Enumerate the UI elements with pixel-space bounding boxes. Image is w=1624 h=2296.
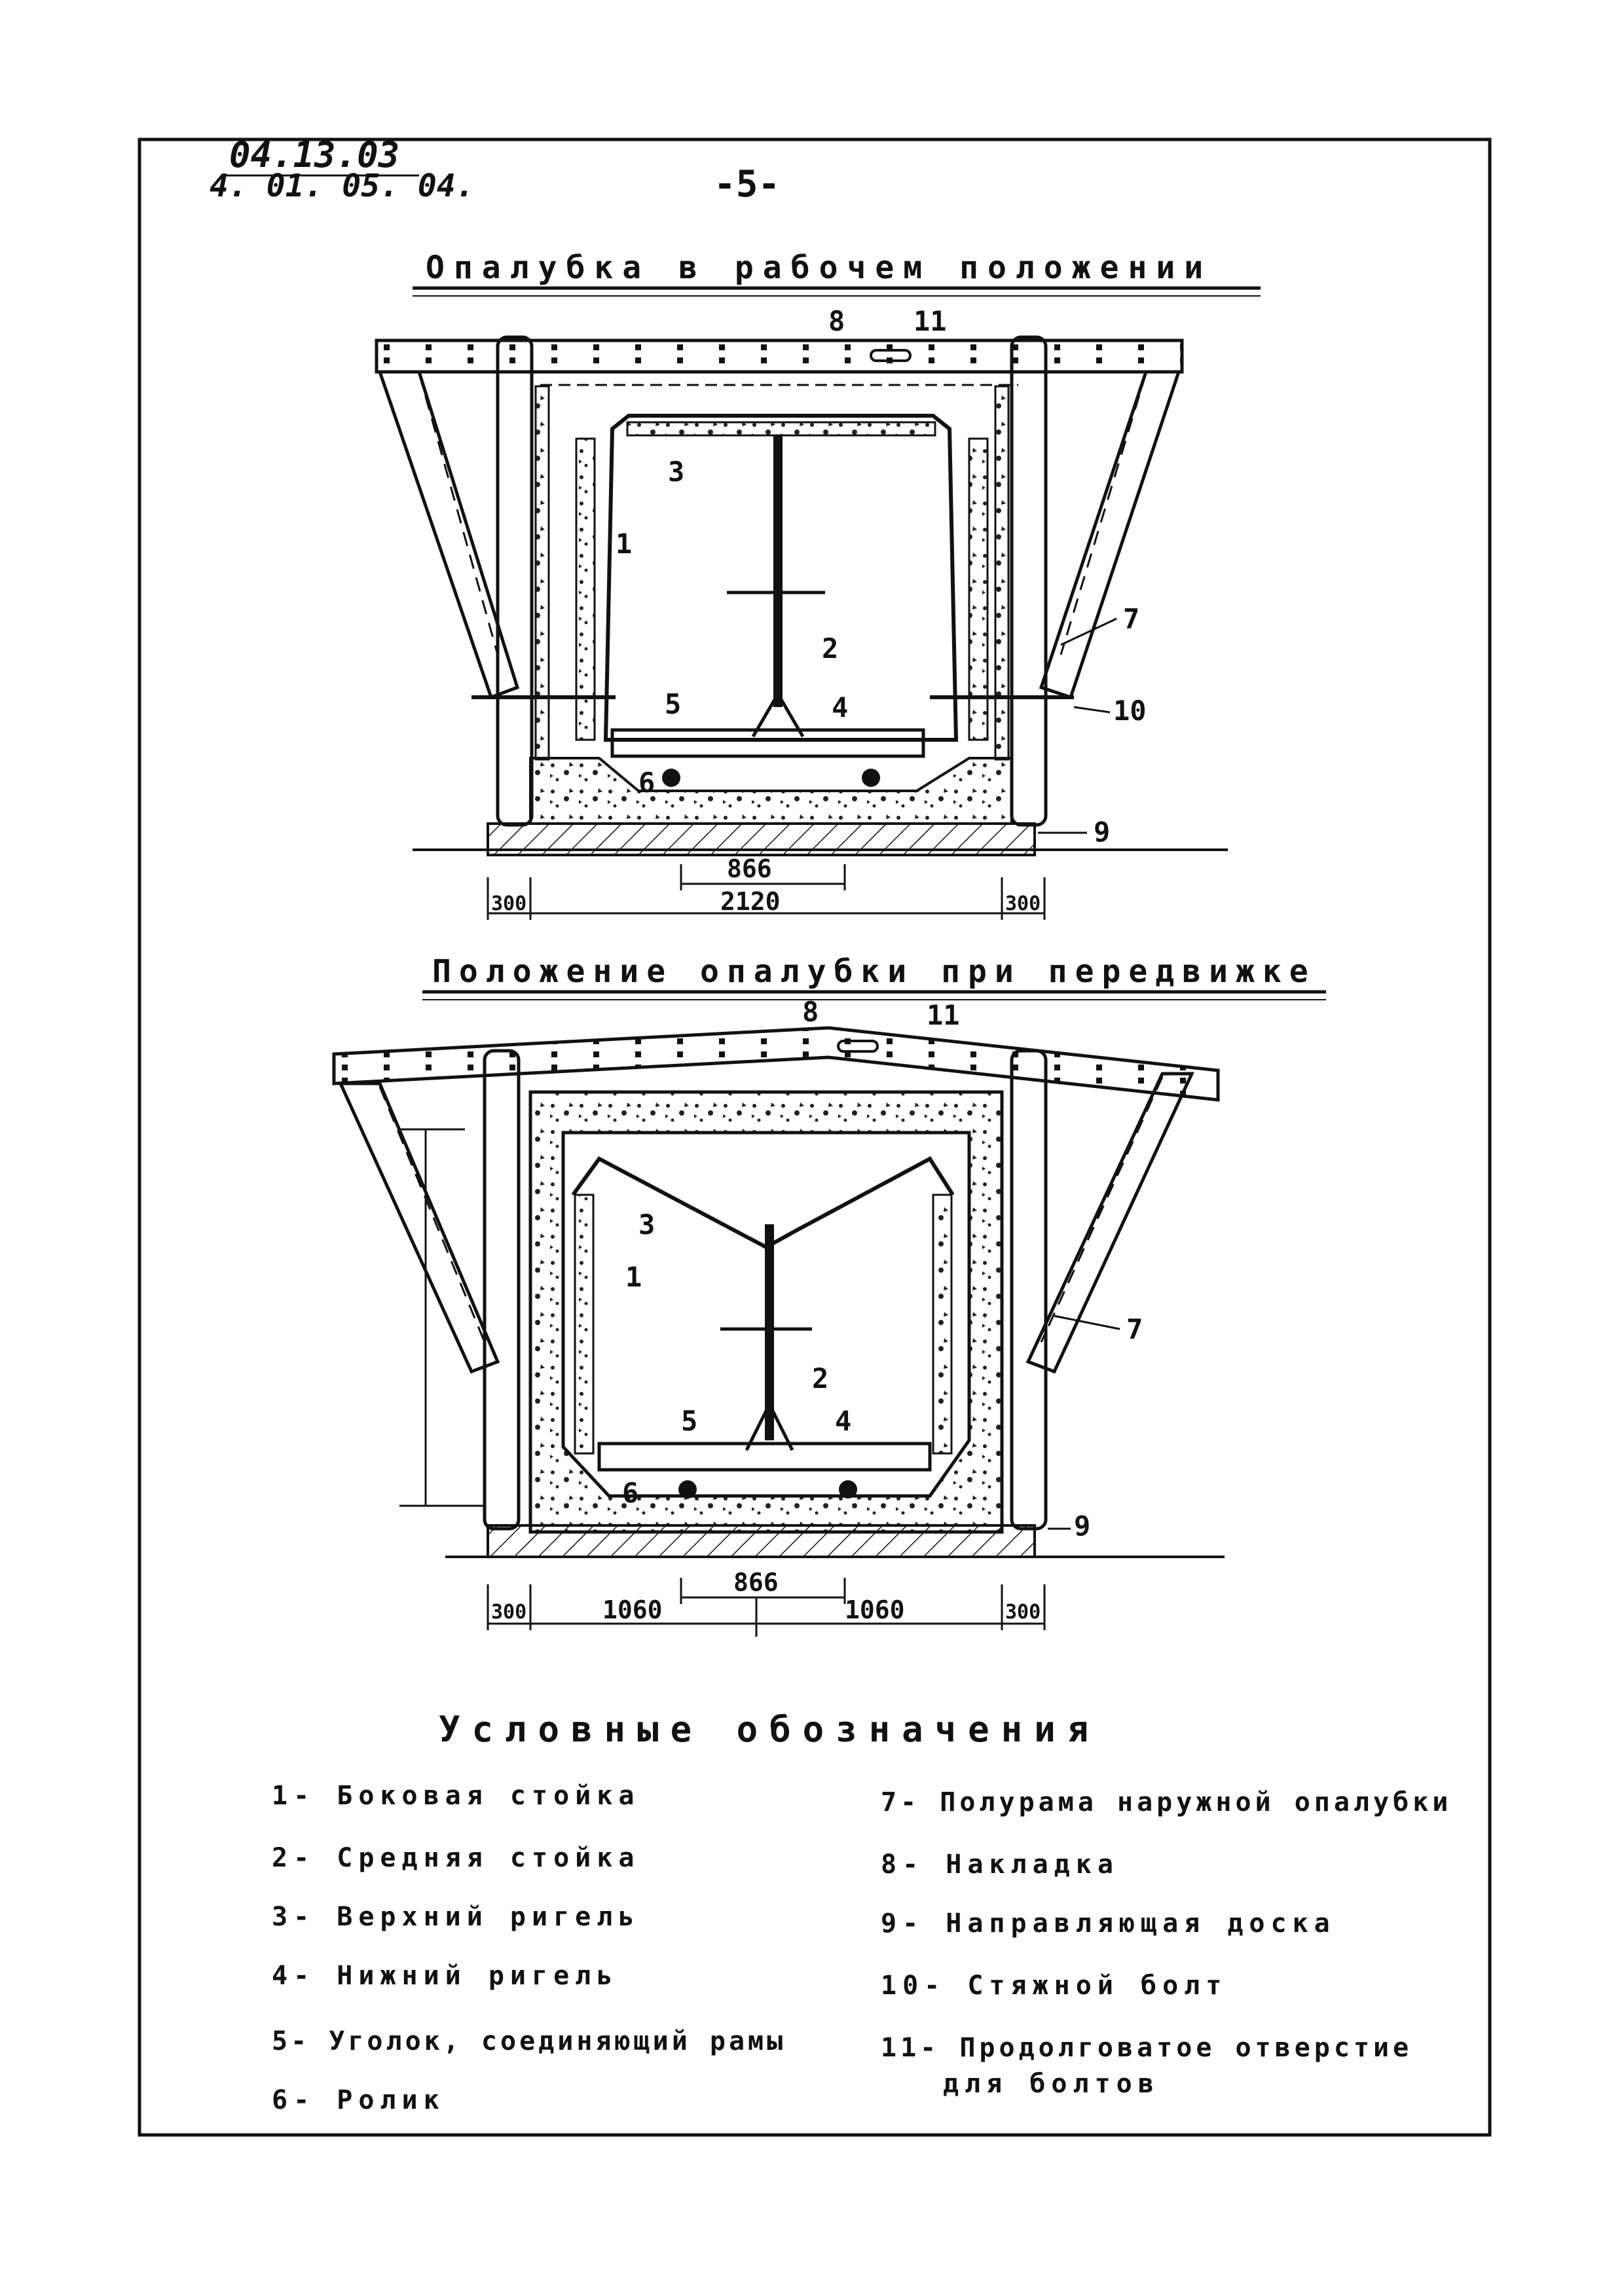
top-drawing: Опалубка в рабочем положении (375, 249, 1261, 920)
bottom-girder (610, 728, 925, 758)
dim-side-right-b: 300 (1005, 1601, 1041, 1624)
legend-item-11-cont: для болтов (943, 2069, 1160, 2099)
left-side-post (575, 437, 596, 741)
callout-11: 11 (913, 305, 947, 337)
roller-left (662, 769, 680, 787)
doc-code-1: 04.13.03 (229, 134, 399, 175)
left-diagonal-frame (377, 370, 520, 700)
right-outer-wall (994, 385, 1010, 761)
callout-1: 1 (616, 528, 632, 560)
dim-side-right: 300 (1005, 892, 1041, 915)
callout-7-b: 7 (1126, 1313, 1143, 1345)
legend-item-4: 4- Нижний ригель (272, 1961, 619, 1991)
dim-side-left-b: 300 (491, 1601, 526, 1624)
base-slab (487, 822, 1036, 856)
callout-9-b: 9 (1074, 1510, 1090, 1542)
sheet-frame (138, 137, 1492, 2137)
legend-item-6: 6- Ролик (272, 2085, 445, 2115)
bottom-drawing-title: Положение опалубки при передвижке (432, 953, 1316, 990)
legend-item-1: 1- Боковая стойка (272, 1781, 640, 1811)
callout-4: 4 (832, 691, 848, 723)
page-number: -5- (714, 163, 780, 206)
dim-total: 2120 (720, 887, 781, 916)
dim-center: 866 (727, 854, 772, 883)
legend-item-3: 3- Верхний ригель (272, 1902, 640, 1932)
callout-3-b: 3 (638, 1209, 655, 1241)
callout-5: 5 (665, 688, 681, 720)
right-post (1010, 335, 1048, 827)
top-dimensions (487, 864, 1046, 920)
dim-right-b: 1060 (845, 1595, 905, 1624)
callout-10: 10 (1113, 695, 1147, 727)
callout-5-b: 5 (681, 1405, 697, 1437)
callout-7: 7 (1123, 603, 1139, 635)
legend-item-9: 9- Направляющая доска (881, 1908, 1336, 1939)
doc-code-2: 4. 01. 05. 04. (210, 168, 475, 204)
folded-formwork (571, 1156, 955, 1250)
right-side-post (968, 437, 989, 741)
slot-hole-b (837, 1040, 879, 1053)
legend-item-11: 11- Продолговатое отверстие (881, 2033, 1413, 2063)
left-side-post-b (574, 1194, 595, 1455)
callout-6: 6 (638, 767, 655, 799)
right-diagonal-frame (1039, 370, 1181, 700)
legend-title: Условные обозначения (439, 1709, 1101, 1750)
legend-item-5: 5- Уголок, соединяющий рамы (272, 2026, 786, 2056)
bottom-girder-b (597, 1442, 932, 1472)
top-drawing-title: Опалубка в рабочем положении (426, 249, 1212, 286)
callout-1-b: 1 (625, 1261, 642, 1293)
bottom-dimensions (487, 1578, 1046, 1637)
bottom-drawing: Положение опалубки при передвижке (332, 953, 1326, 1637)
base-slab-b (487, 1524, 1036, 1558)
callout-11-b: 11 (927, 999, 960, 1031)
top-beam (375, 338, 1184, 374)
legend-item-10: 10- Стяжной болт (881, 1971, 1228, 2001)
dim-left-b: 1060 (602, 1595, 663, 1624)
left-post (496, 335, 534, 827)
left-post-b (483, 1049, 521, 1531)
right-post-b (1010, 1049, 1048, 1531)
dim-side-left: 300 (491, 892, 526, 915)
callout-8: 8 (828, 305, 845, 337)
slot-hole (870, 349, 912, 362)
legend-item-2: 2- Средняя стойка (272, 1843, 640, 1873)
legend-item-7: 7- Полурама наружной опалубки (881, 1787, 1452, 1817)
callout-2-b: 2 (812, 1362, 828, 1394)
left-outer-wall (534, 385, 550, 761)
top-beam-bent (332, 1026, 1220, 1102)
inner-formwork (603, 414, 959, 742)
right-side-post-b (932, 1194, 953, 1455)
callout-6-b: 6 (622, 1477, 638, 1509)
callout-9: 9 (1094, 816, 1110, 848)
bottom-concrete (529, 757, 1013, 825)
callout-8-b: 8 (802, 996, 819, 1028)
callout-2: 2 (822, 632, 838, 665)
roller-right (862, 769, 880, 787)
dim-center-b: 866 (733, 1568, 779, 1597)
legend-item-8: 8- Накладка (881, 1850, 1119, 1880)
callout-3: 3 (668, 456, 684, 488)
top-girder (626, 421, 936, 437)
callout-4-b: 4 (835, 1405, 851, 1437)
